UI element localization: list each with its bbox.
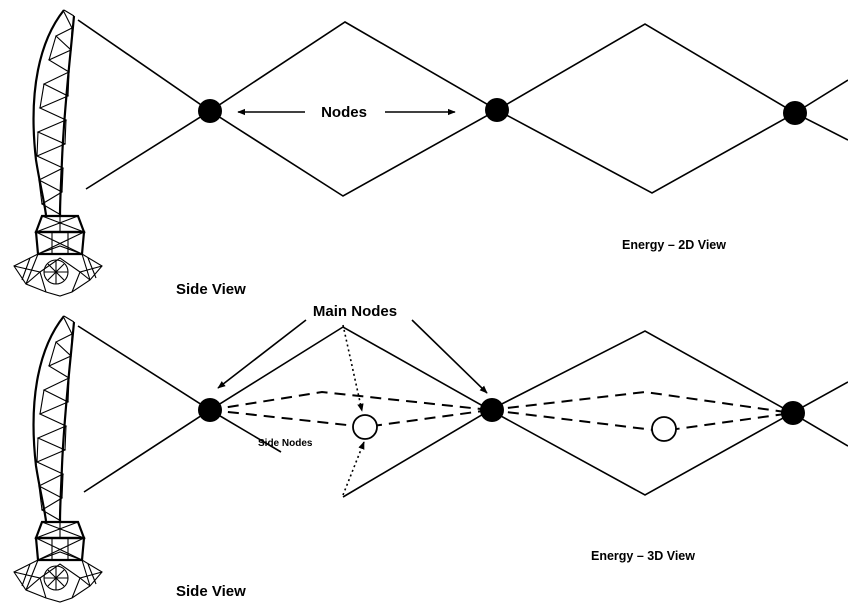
turbine-side-view-top — [12, 8, 104, 298]
side-node-dashes — [209, 390, 793, 433]
side-node — [352, 414, 378, 440]
turbine-side-view-bottom — [12, 314, 104, 603]
side-node — [651, 416, 677, 442]
node — [485, 98, 509, 122]
energy-3d-label: Energy – 3D View — [591, 549, 695, 563]
side-nodes-label: Side Nodes — [258, 438, 313, 449]
main-node — [198, 398, 222, 422]
panel-3d: Main Nodes Side Nodes Energy – 3D View S… — [12, 303, 848, 603]
node — [198, 99, 222, 123]
main-nodes-arrow-left — [217, 319, 307, 389]
main-node — [781, 401, 805, 425]
node — [783, 101, 807, 125]
panel-2d: Nodes Energy – 2D View Side View — [12, 8, 848, 298]
side-view-label-top: Side View — [176, 281, 246, 298]
energy-envelope-3d — [77, 325, 848, 498]
main-node — [480, 398, 504, 422]
main-nodes-label: Main Nodes — [313, 303, 397, 320]
main-nodes-arrow-right — [411, 319, 488, 394]
nodes-label: Nodes — [321, 104, 367, 121]
energy-envelope-2d — [77, 19, 848, 197]
energy-2d-label: Energy – 2D View — [622, 238, 726, 252]
side-view-label-bottom: Side View — [176, 583, 246, 600]
main-nodes-dotted-arrow — [342, 324, 364, 412]
